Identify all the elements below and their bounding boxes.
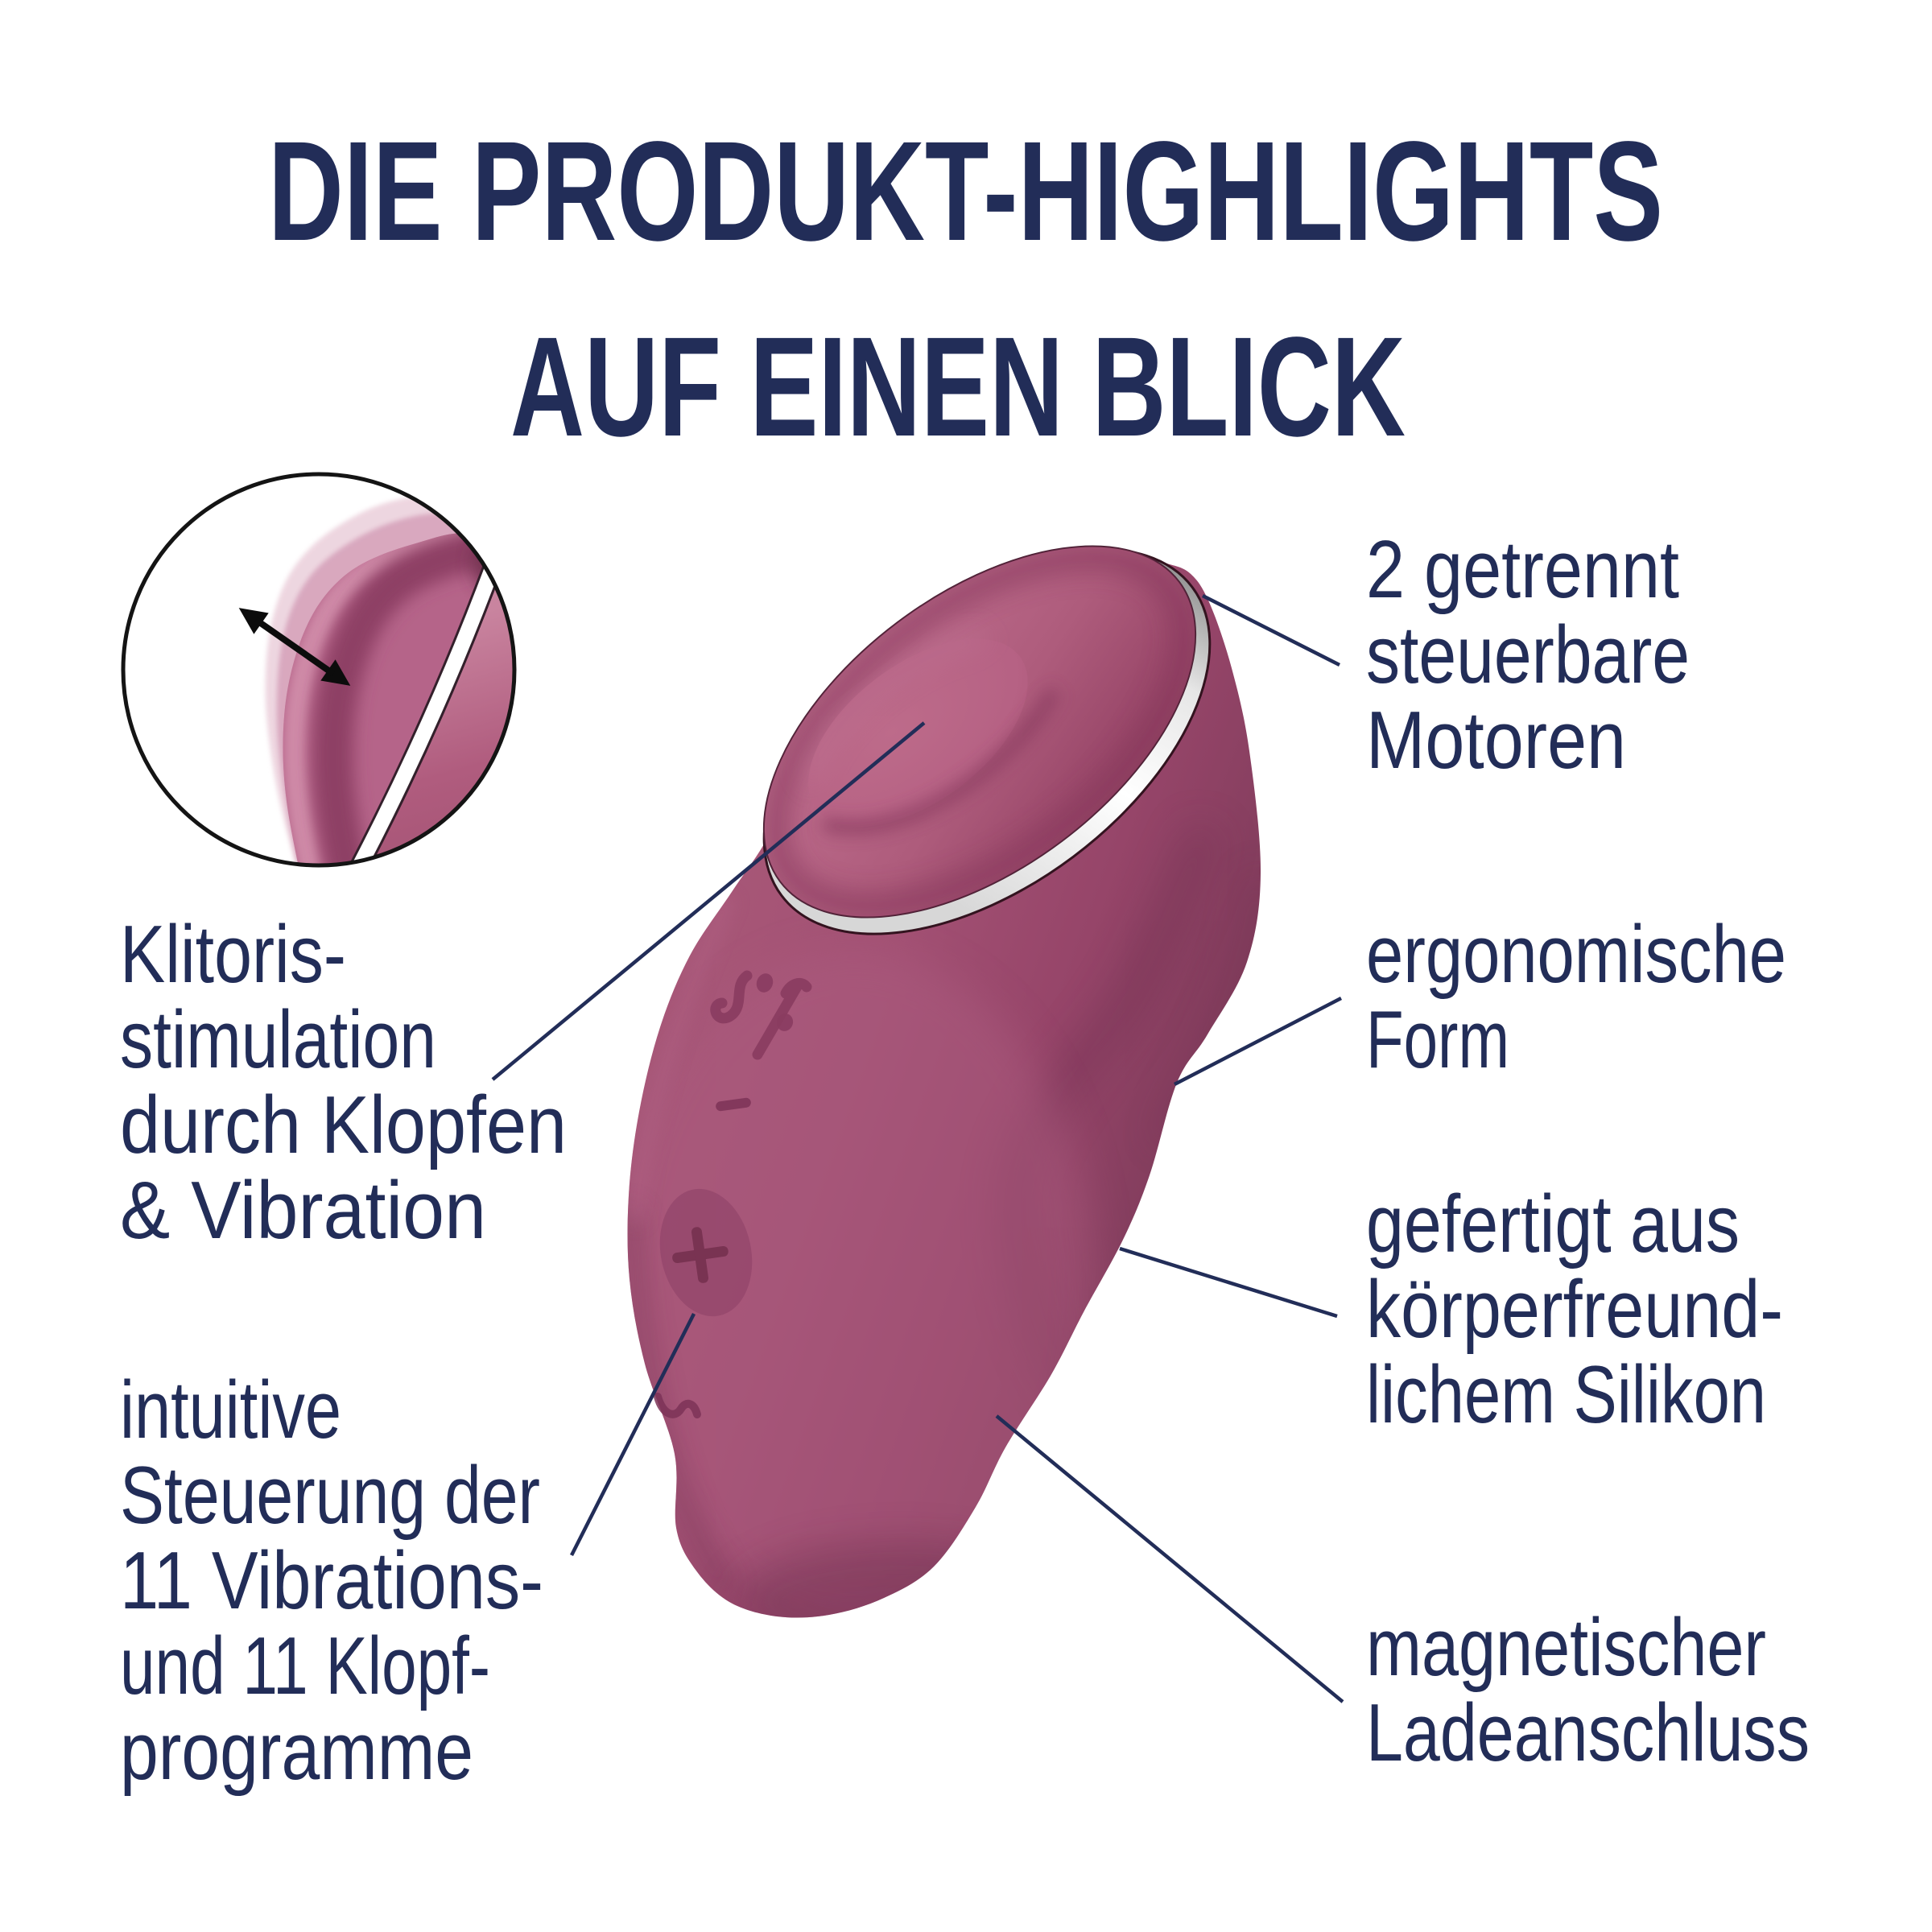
svg-text:DIE PRODUKT-HIGHLIGHTS: DIE PRODUKT-HIGHLIGHTS xyxy=(268,113,1663,270)
svg-text:& Vibration: & Vibration xyxy=(120,1166,486,1256)
svg-text:Motoren: Motoren xyxy=(1366,696,1626,786)
svg-text:Ladeanschluss: Ladeanschluss xyxy=(1366,1688,1810,1778)
svg-text:gefertigt aus: gefertigt aus xyxy=(1366,1179,1740,1269)
svg-text:lichem Silikon: lichem Silikon xyxy=(1366,1350,1766,1440)
svg-text:magnetischer: magnetischer xyxy=(1366,1603,1766,1693)
svg-text:Steuerung der: Steuerung der xyxy=(120,1451,540,1541)
svg-text:programme: programme xyxy=(120,1707,473,1797)
svg-text:intuitive: intuitive xyxy=(120,1365,341,1455)
svg-text:Klitoris-: Klitoris- xyxy=(120,910,346,1000)
svg-text:2 getrennt: 2 getrennt xyxy=(1366,525,1679,615)
svg-text:stimulation: stimulation xyxy=(120,995,436,1085)
svg-text:und 11 Klopf-: und 11 Klopf- xyxy=(120,1621,490,1711)
svg-text:steuerbare: steuerbare xyxy=(1366,610,1690,700)
svg-text:AUF EINEN BLICK: AUF EINEN BLICK xyxy=(510,308,1406,466)
svg-text:Form: Form xyxy=(1366,995,1509,1085)
svg-text:11 Vibrations-: 11 Vibrations- xyxy=(120,1536,543,1626)
svg-text:ergonomische: ergonomische xyxy=(1366,910,1786,1000)
svg-text:durch Klopfen: durch Klopfen xyxy=(120,1080,567,1170)
svg-text:körperfreund-: körperfreund- xyxy=(1366,1265,1783,1355)
